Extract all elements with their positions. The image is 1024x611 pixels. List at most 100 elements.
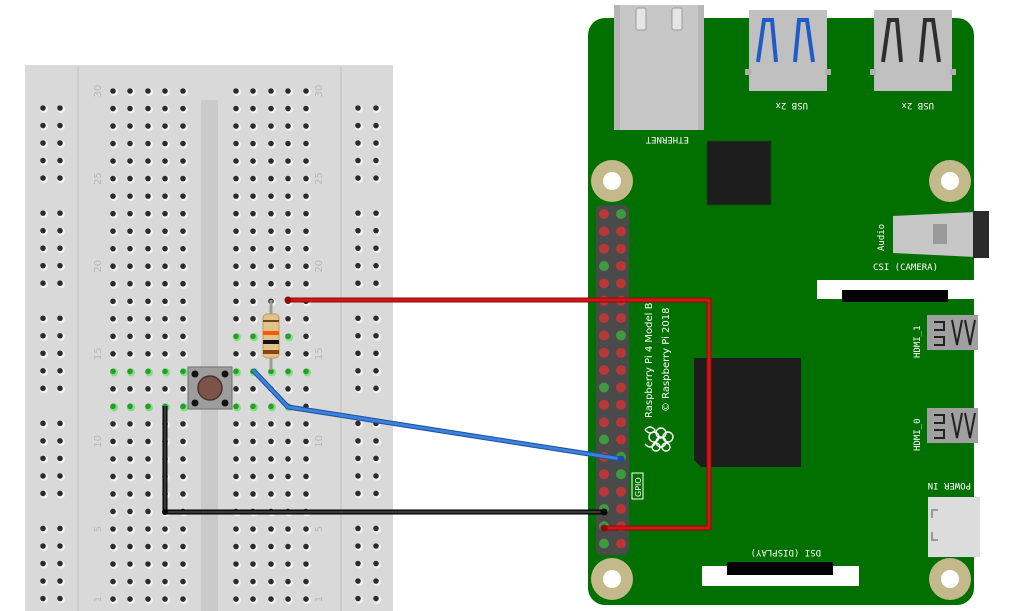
breadboard-hole[interactable] (57, 420, 65, 429)
breadboard-hole[interactable] (162, 245, 170, 254)
breadboard-hole[interactable] (145, 88, 153, 96)
breadboard-hole[interactable] (268, 455, 276, 464)
breadboard-hole[interactable] (110, 561, 118, 570)
breadboard-hole[interactable] (127, 298, 135, 307)
breadboard-hole[interactable] (180, 543, 188, 552)
breadboard-hole[interactable] (373, 367, 381, 376)
breadboard-hole[interactable] (268, 420, 276, 429)
gpio-pin[interactable] (616, 417, 626, 428)
breadboard-hole[interactable] (145, 105, 153, 114)
breadboard-hole[interactable] (127, 508, 135, 517)
breadboard-hole[interactable] (110, 473, 118, 482)
breadboard-hole[interactable] (162, 228, 170, 237)
breadboard-hole-connected[interactable] (268, 403, 276, 412)
breadboard-hole-connected[interactable] (233, 333, 241, 342)
gpio-pin[interactable] (616, 365, 626, 376)
gpio-pin[interactable] (616, 347, 626, 358)
breadboard-hole[interactable] (268, 543, 276, 552)
breadboard-hole[interactable] (233, 140, 241, 149)
gpio-pin[interactable] (599, 313, 609, 324)
breadboard-hole[interactable] (127, 350, 135, 359)
breadboard-hole[interactable] (303, 473, 311, 482)
breadboard-hole[interactable] (373, 595, 381, 604)
breadboard-hole[interactable] (303, 596, 311, 605)
breadboard-hole[interactable] (57, 105, 65, 113)
breadboard-hole[interactable] (285, 140, 293, 149)
breadboard-hole-connected[interactable] (110, 368, 118, 377)
breadboard-hole[interactable] (57, 578, 65, 587)
breadboard-hole[interactable] (233, 228, 241, 237)
breadboard-hole[interactable] (57, 472, 65, 481)
gpio-pin[interactable] (616, 261, 626, 272)
breadboard-hole[interactable] (355, 157, 363, 166)
breadboard-hole[interactable] (57, 332, 65, 341)
breadboard-hole[interactable] (127, 123, 135, 132)
breadboard-hole[interactable] (303, 526, 311, 534)
breadboard-hole[interactable] (40, 472, 48, 481)
breadboard-hole[interactable] (268, 561, 276, 570)
breadboard-hole[interactable] (250, 473, 258, 482)
breadboard-hole[interactable] (233, 438, 241, 447)
breadboard-hole[interactable] (57, 122, 65, 131)
breadboard-hole[interactable] (145, 245, 153, 254)
breadboard-hole[interactable] (57, 525, 65, 534)
gpio-pin[interactable] (599, 243, 609, 254)
breadboard-hole[interactable] (145, 263, 153, 272)
breadboard-hole[interactable] (233, 315, 241, 324)
breadboard-hole[interactable] (233, 490, 241, 499)
breadboard-hole[interactable] (110, 263, 118, 272)
breadboard-hole-connected[interactable] (250, 403, 258, 412)
breadboard-hole[interactable] (250, 578, 258, 587)
breadboard-hole[interactable] (145, 526, 153, 534)
breadboard-hole[interactable] (233, 280, 241, 289)
breadboard-hole[interactable] (145, 158, 153, 167)
breadboard-hole[interactable] (373, 315, 381, 324)
breadboard-hole[interactable] (180, 526, 188, 534)
breadboard-hole[interactable] (303, 350, 311, 359)
breadboard-hole[interactable] (355, 122, 363, 131)
breadboard-hole[interactable] (180, 245, 188, 254)
gpio-pin[interactable] (599, 347, 609, 358)
breadboard-hole[interactable] (303, 543, 311, 552)
breadboard-hole[interactable] (373, 578, 381, 587)
breadboard-hole[interactable] (57, 350, 65, 359)
breadboard-hole[interactable] (110, 385, 118, 394)
breadboard-hole[interactable] (110, 508, 118, 517)
breadboard-hole[interactable] (285, 158, 293, 167)
breadboard-hole[interactable] (40, 140, 48, 149)
breadboard-hole[interactable] (285, 473, 293, 482)
breadboard-hole[interactable] (355, 595, 363, 604)
gpio-pin[interactable] (599, 486, 609, 497)
breadboard-hole[interactable] (355, 578, 363, 587)
breadboard-hole[interactable] (110, 526, 118, 534)
breadboard-hole[interactable] (40, 122, 48, 131)
breadboard-hole[interactable] (40, 280, 48, 289)
breadboard-hole[interactable] (127, 578, 135, 587)
breadboard-hole[interactable] (110, 333, 118, 342)
breadboard-hole[interactable] (250, 175, 258, 184)
gpio-pin[interactable] (599, 434, 609, 445)
breadboard-hole[interactable] (233, 596, 241, 605)
breadboard-hole[interactable] (110, 350, 118, 359)
breadboard-hole[interactable] (250, 245, 258, 254)
breadboard-hole[interactable] (268, 263, 276, 272)
breadboard-hole-connected[interactable] (180, 368, 188, 377)
breadboard-hole[interactable] (250, 315, 258, 324)
breadboard-hole[interactable] (355, 210, 363, 219)
breadboard-hole[interactable] (145, 508, 153, 517)
breadboard-hole[interactable] (145, 280, 153, 289)
breadboard-hole-connected[interactable] (145, 368, 153, 377)
breadboard-hole[interactable] (250, 193, 258, 202)
breadboard-hole[interactable] (233, 561, 241, 570)
breadboard-hole[interactable] (303, 420, 311, 429)
breadboard-hole[interactable] (127, 438, 135, 447)
breadboard-hole[interactable] (373, 175, 381, 184)
breadboard-hole[interactable] (40, 455, 48, 464)
breadboard-hole[interactable] (268, 88, 276, 96)
breadboard-hole[interactable] (250, 420, 258, 429)
breadboard-hole[interactable] (373, 105, 381, 113)
breadboard-hole[interactable] (250, 526, 258, 534)
breadboard-hole[interactable] (303, 158, 311, 167)
breadboard-hole[interactable] (57, 315, 65, 324)
breadboard-hole[interactable] (303, 438, 311, 447)
